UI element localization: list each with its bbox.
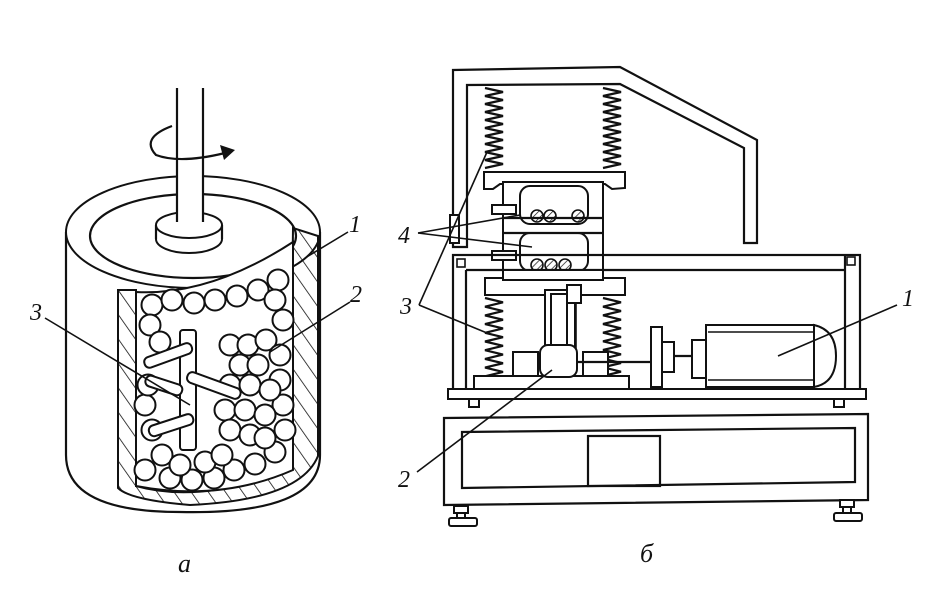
label-b-1: 1 (902, 286, 914, 312)
ball (273, 418, 297, 442)
ball (150, 443, 174, 467)
lower-cabinet (442, 412, 870, 507)
impeller (143, 329, 242, 451)
feet (448, 499, 863, 527)
ball (140, 293, 164, 317)
ball (266, 268, 290, 292)
panel-b-vibratory-mill: 1 2 3 4 б (398, 65, 914, 568)
base-plate (447, 388, 867, 400)
ball (233, 398, 257, 422)
ball (203, 288, 227, 312)
ball (268, 343, 292, 367)
label-a-3: 3 (29, 300, 42, 326)
ball (271, 393, 295, 417)
upper-plate (483, 171, 626, 191)
label-a-2: 2 (350, 282, 362, 308)
grinding-containers (449, 181, 604, 273)
leader-a3 (44, 317, 191, 406)
vibrator-drive (473, 284, 695, 393)
ball (218, 418, 242, 442)
ball (180, 468, 204, 492)
ball (138, 313, 162, 337)
ball (253, 403, 277, 427)
shaft (154, 88, 224, 254)
ball (246, 278, 270, 302)
caption-a: а (178, 549, 191, 578)
electric-motor (691, 323, 838, 389)
ball (238, 373, 262, 397)
ball (160, 288, 184, 312)
leader-b3a (418, 151, 488, 306)
grinding-balls (133, 268, 297, 492)
container-ball (530, 209, 544, 223)
upper-frame (451, 65, 759, 249)
label-a-1: 1 (349, 212, 361, 238)
leader-a1 (304, 231, 349, 259)
ball (222, 458, 246, 482)
ball (133, 458, 157, 482)
ball (263, 288, 287, 312)
ball (182, 291, 206, 315)
ball (243, 452, 267, 476)
ball (213, 398, 237, 422)
ball (246, 353, 270, 377)
ball (258, 378, 282, 402)
ball (254, 328, 278, 352)
leader-b1 (777, 304, 898, 357)
ball (253, 426, 277, 450)
container-ball (571, 209, 585, 223)
label-b-2: 2 (398, 467, 410, 493)
leader-b3b (418, 304, 488, 334)
ball (271, 308, 295, 332)
ball (133, 393, 157, 417)
leader-b2 (416, 369, 553, 473)
leader-b4a (417, 214, 521, 234)
leader-b4b (417, 232, 533, 248)
ball (168, 453, 192, 477)
rotation-arrow-icon (149, 124, 235, 161)
panel-a-attritor: 1 2 3 а (29, 88, 362, 578)
label-b-3: 3 (399, 294, 412, 320)
leader-a2 (269, 301, 351, 353)
container-ball (543, 209, 557, 223)
label-b-4: 4 (398, 223, 410, 249)
caption-b: б (640, 539, 654, 568)
ball (210, 443, 234, 467)
upper-springs (484, 86, 622, 170)
ball (225, 284, 249, 308)
